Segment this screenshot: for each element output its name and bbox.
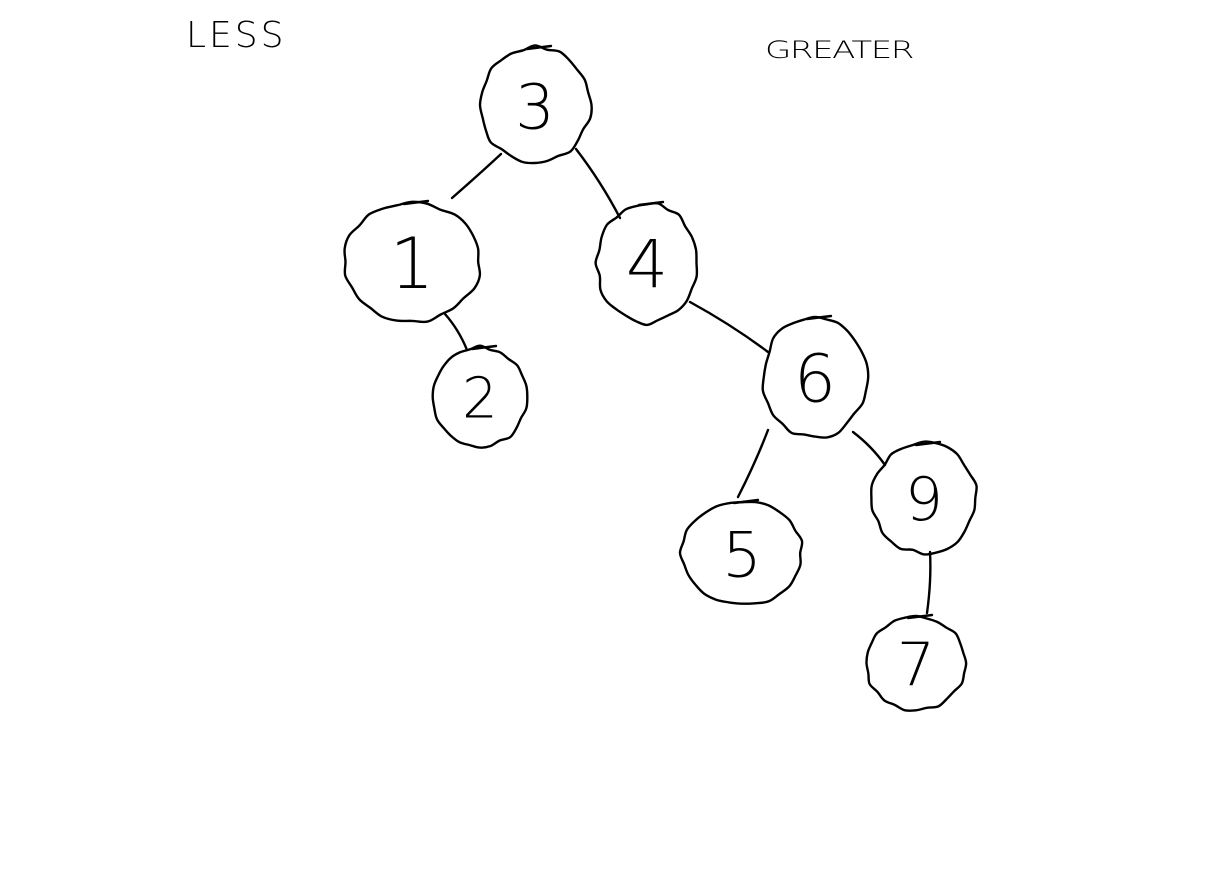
node-circle	[594, 201, 699, 327]
node-stroke-overshoot	[525, 44, 553, 51]
tree-node-4: 4	[594, 200, 699, 327]
node-value: 1	[390, 223, 435, 305]
node-value: 9	[905, 465, 943, 535]
node-stroke-overshoot	[805, 314, 833, 321]
node-value: 2	[462, 367, 498, 432]
node-circle	[678, 500, 804, 605]
edge-n9-n7	[925, 550, 932, 615]
node-stroke-overshoot	[402, 199, 430, 206]
edge-n3-n1	[450, 152, 503, 200]
tree-node-5: 5	[678, 498, 804, 605]
node-stroke-overshoot	[637, 200, 665, 207]
greater-label: GREATER	[765, 36, 913, 64]
node-stroke-overshoot	[906, 613, 934, 620]
node-circle	[870, 440, 978, 556]
node-value: 7	[897, 630, 935, 700]
node-value: 5	[722, 519, 761, 592]
node-circle	[431, 344, 529, 449]
node-value: 3	[515, 71, 554, 144]
node-stroke-overshoot	[914, 440, 942, 447]
edge-n4-n6	[688, 300, 770, 354]
tree-node-9: 9	[870, 440, 978, 556]
tree-nodes: 3 1 4 2 6 5 9 7	[343, 44, 978, 712]
node-stroke-overshoot	[470, 344, 498, 351]
tree-node-7: 7	[865, 613, 968, 712]
tree-node-6: 6	[761, 314, 870, 439]
node-stroke-overshoot	[732, 498, 760, 505]
node-circle	[761, 315, 870, 439]
edge-n6-n9	[851, 430, 887, 467]
node-circle	[478, 44, 593, 165]
tree-node-2: 2	[431, 344, 529, 449]
node-value: 4	[626, 227, 668, 304]
less-label: LESS	[186, 15, 287, 56]
node-circle	[343, 200, 482, 324]
node-value: 6	[794, 341, 836, 418]
node-circle	[865, 614, 968, 712]
edge-n1-n2	[443, 312, 469, 352]
tree-node-1: 1	[343, 199, 482, 324]
tree-edges	[443, 147, 932, 615]
tree-node-3: 3	[478, 44, 593, 165]
edge-n6-n5	[736, 428, 770, 499]
edge-n3-n4	[574, 147, 622, 220]
